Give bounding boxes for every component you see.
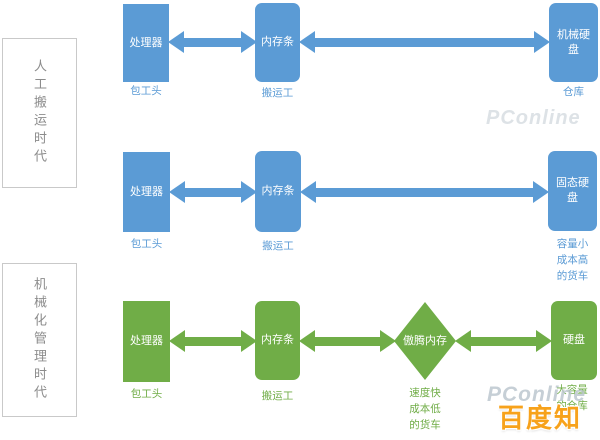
processor-box-row2: 处理器 <box>123 152 170 232</box>
arrow-shaft <box>184 37 241 47</box>
arrow-left-head-icon <box>169 181 185 203</box>
disk-caption-row3: 大容量 的仓库 <box>556 384 588 412</box>
era-label-manual-handling: 人工搬运时代 <box>32 59 47 167</box>
double-arrow-icon-row3-c <box>455 330 552 352</box>
processor-label-row2: 处理器 <box>130 185 163 198</box>
double-arrow-icon-row1-b <box>299 31 550 53</box>
processor-label-row1: 处理器 <box>129 36 163 49</box>
arrow-shaft <box>315 37 534 47</box>
arrow-right-head-icon <box>241 181 257 203</box>
processor-caption-row2: 包工头 <box>130 238 163 250</box>
optane-memory-label: 傲腾内存 <box>403 334 447 347</box>
era-box-manual-handling: 人工搬运时代 <box>2 38 77 188</box>
disk-box-row3: 硬盘 <box>551 301 597 380</box>
arrow-shaft <box>185 187 241 197</box>
memory-caption-row1: 搬运工 <box>261 87 294 99</box>
optane-caption: 速度快 成本低 的货车 <box>409 387 441 431</box>
arrow-right-head-icon <box>241 31 257 53</box>
memory-label-row1: 内存条 <box>261 36 294 49</box>
arrow-left-head-icon <box>300 181 316 203</box>
processor-caption-row1: 包工头 <box>130 85 162 97</box>
pconline-watermark-top: PConline <box>486 107 581 129</box>
arrow-left-head-icon <box>455 330 471 352</box>
ssd-label: 固态硬盘 <box>556 177 589 204</box>
arrow-left-head-icon <box>299 31 315 53</box>
memory-box-row3: 内存条 <box>255 301 300 380</box>
arrow-left-head-icon <box>299 330 315 352</box>
memory-box-row2: 内存条 <box>255 151 301 232</box>
mechanical-hdd-box: 机械硬盘 <box>549 3 598 82</box>
double-arrow-icon-row3-b <box>299 330 396 352</box>
mechanical-hdd-caption: 仓库 <box>563 86 584 98</box>
mechanical-hdd-label: 机械硬盘 <box>557 28 590 56</box>
arrow-shaft <box>185 336 241 346</box>
arrow-right-head-icon <box>380 330 396 352</box>
double-arrow-icon-row2-b <box>300 181 549 203</box>
arrow-right-head-icon <box>536 330 552 352</box>
processor-box-row1: 处理器 <box>123 4 169 82</box>
arrow-right-head-icon <box>533 181 549 203</box>
arrow-right-head-icon <box>534 31 550 53</box>
double-arrow-icon-row2-a <box>169 181 257 203</box>
arrow-right-head-icon <box>241 330 257 352</box>
era-box-mechanized-management: 机械化管理时代 <box>2 263 77 417</box>
arrow-shaft <box>316 187 533 197</box>
memory-caption-row2: 搬运工 <box>262 240 294 252</box>
memory-box-row1: 内存条 <box>255 3 300 82</box>
double-arrow-icon-row3-a <box>169 330 257 352</box>
arrow-left-head-icon <box>168 31 184 53</box>
processor-caption-row3: 包工头 <box>130 388 163 400</box>
ssd-box: 固态硬盘 <box>548 151 597 231</box>
memory-label-row2: 内存条 <box>261 185 295 198</box>
arrow-shaft <box>471 336 536 346</box>
disk-label-row3: 硬盘 <box>563 334 585 347</box>
memory-caption-row3: 搬运工 <box>261 390 294 402</box>
memory-label-row3: 内存条 <box>261 334 294 347</box>
processor-label-row3: 处理器 <box>130 335 163 348</box>
optane-memory-diamond: 傲腾内存 <box>394 302 456 380</box>
era-label-mechanized-management: 机械化管理时代 <box>32 277 47 403</box>
ssd-caption: 容量小 成本高 的货车 <box>556 238 589 282</box>
processor-box-row3: 处理器 <box>123 301 170 382</box>
double-arrow-icon-row1-a <box>168 31 257 53</box>
arrow-left-head-icon <box>169 330 185 352</box>
arrow-shaft <box>315 336 380 346</box>
